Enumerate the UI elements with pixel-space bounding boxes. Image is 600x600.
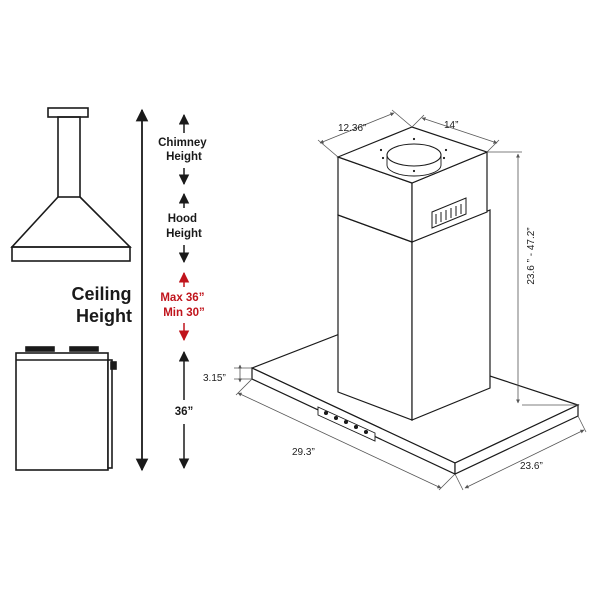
dim-canopy-width xyxy=(237,392,442,489)
dimension-lines xyxy=(234,109,587,491)
canopy-width-dim: 29.3” xyxy=(292,447,315,458)
clearance-label: Max 36” Min 30” xyxy=(160,292,207,319)
ceiling-height-label: Ceiling Height xyxy=(71,284,136,326)
total-height-dim: 23.6 ” - 47.2” xyxy=(526,227,537,284)
dim-canopy-depth xyxy=(464,429,585,489)
chimney-lower-front xyxy=(337,214,413,421)
chimney-height-label: Chimney Height xyxy=(158,137,210,163)
chimney-lower-side xyxy=(411,209,491,421)
pyramid-hood-icon xyxy=(10,107,132,262)
vent-grille-icon xyxy=(431,197,467,229)
island-hood-drawing xyxy=(250,126,580,475)
chimney-width-dim: 12.36” xyxy=(338,123,366,134)
dim-chimney-depth xyxy=(421,117,498,144)
chimney-depth-dim: 14” xyxy=(444,120,458,131)
dim-chimney-width xyxy=(319,112,395,144)
screw-holes xyxy=(379,137,448,173)
duct-opening-icon xyxy=(386,143,442,177)
canopy-depth-dim: 23.6” xyxy=(520,461,543,472)
canopy-height-dim: 3.15” xyxy=(203,373,226,384)
hood-height-label: Hood Height xyxy=(166,213,202,240)
range-stove-icon xyxy=(15,346,117,471)
counter-height-label: 36” xyxy=(175,406,194,418)
